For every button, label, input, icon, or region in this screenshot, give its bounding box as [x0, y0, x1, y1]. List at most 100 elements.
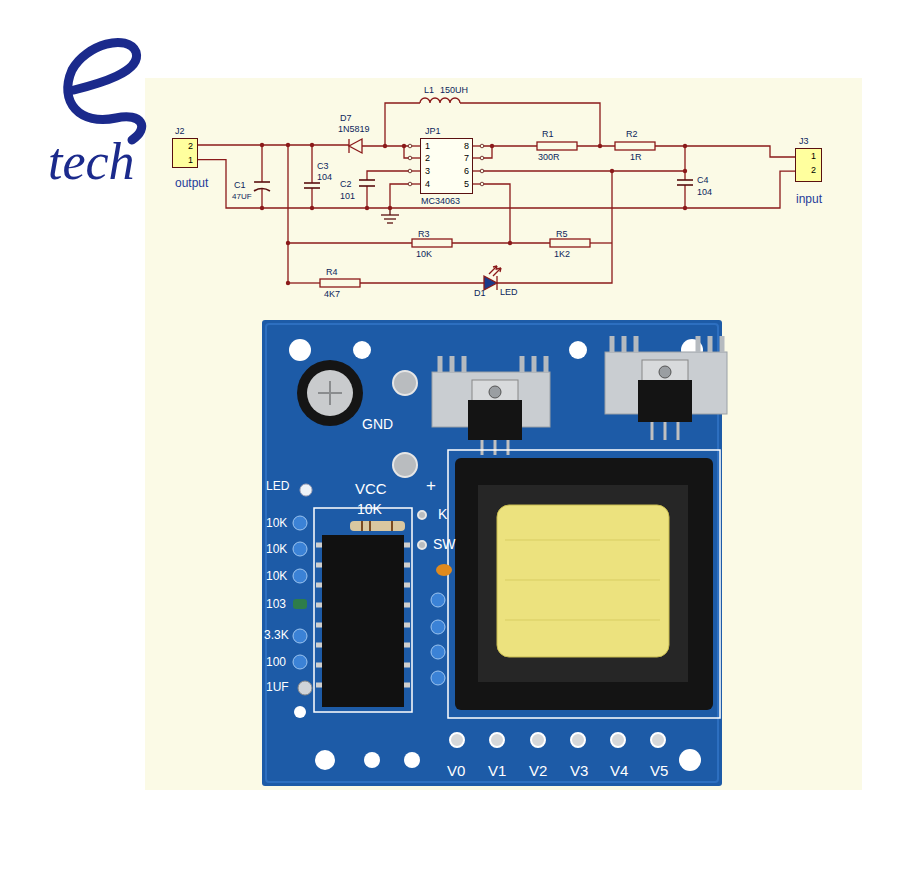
resistor-part [298, 681, 312, 695]
heatsink [659, 366, 671, 378]
silkscreen-label: K [438, 507, 447, 521]
ic-chip [314, 508, 412, 712]
part-name: R2 [626, 130, 638, 139]
resistor-part [293, 484, 452, 695]
resistor-symbol [412, 239, 452, 247]
logo-text: tech [48, 136, 135, 188]
output-pad [450, 733, 665, 747]
output-pad [651, 733, 665, 747]
schematic-wire [482, 184, 510, 243]
schematic-wire [311, 145, 312, 183]
mounting-hole [294, 706, 306, 718]
part-value: 104 [317, 173, 332, 182]
connector-box: J312input [795, 148, 822, 182]
junction-dot [286, 281, 290, 285]
port-label: output [175, 177, 208, 189]
schematic-wire [360, 282, 484, 283]
resistor-part [431, 620, 445, 634]
part-name: D7 [340, 114, 352, 123]
electrolytic-capacitor [297, 360, 363, 426]
junction-dot [683, 144, 687, 148]
output-pad [611, 733, 625, 747]
part-value: 4K7 [324, 290, 340, 299]
mounting-hole [353, 341, 371, 359]
pin-number: 3 [425, 167, 430, 176]
schematic-wire [684, 185, 685, 208]
heatsink [468, 400, 522, 440]
pcb-board [262, 320, 722, 786]
silkscreen-label: 1UF [266, 681, 289, 693]
silkscreen-label: 10K [266, 543, 287, 555]
heatsink [440, 356, 546, 372]
silkscreen-label: LED [266, 480, 289, 492]
part-name: R5 [556, 230, 568, 239]
mounting-hole [404, 752, 420, 768]
junction-dot [310, 143, 314, 147]
capacitor-symbol [304, 187, 320, 189]
capacitor-symbol [359, 179, 375, 181]
electrolytic-capacitor [297, 360, 363, 426]
part-name: D1 [474, 289, 486, 298]
electrolytic-capacitor [307, 370, 353, 416]
pin-label: V5 [650, 763, 668, 778]
schematic-wire [288, 282, 320, 283]
junction-dot [683, 169, 687, 173]
resistor-part [293, 569, 307, 583]
junction-dot [260, 143, 687, 285]
resistor-part [293, 655, 307, 669]
schematic-wire [261, 145, 262, 182]
schematic-wire [367, 171, 410, 180]
resistor-part [293, 516, 307, 530]
capacitor-symbol [304, 182, 320, 184]
transformer [448, 450, 720, 718]
pcb-board [266, 324, 718, 782]
resistor-symbol [320, 279, 360, 287]
schematic-wire [420, 98, 460, 103]
junction-dot [508, 241, 512, 245]
junction-dot [383, 144, 387, 148]
heatsink [642, 360, 688, 382]
part-value: 104 [697, 188, 712, 197]
resistor-part [293, 629, 307, 643]
silkscreen-label: + [426, 477, 436, 494]
resistor-symbol [320, 142, 655, 287]
diode-symbol [349, 139, 362, 153]
led-symbol [484, 266, 501, 290]
part-name: R3 [418, 230, 430, 239]
led-symbol [496, 276, 497, 290]
silkscreen-label: GND [362, 417, 393, 431]
schematic-wire [311, 188, 312, 208]
pin-number: 6 [464, 167, 469, 176]
pin-number: 1 [188, 156, 193, 165]
pin-number: 7 [464, 154, 469, 163]
pin-number: 8 [464, 142, 469, 151]
transformer [505, 540, 660, 620]
led-symbol [493, 266, 501, 272]
pin-marker [480, 144, 484, 148]
heatsink [638, 380, 692, 422]
silkscreen-label: 10K [266, 517, 287, 529]
heatsink [432, 336, 727, 455]
mounting-hole [679, 749, 701, 771]
schematic-wire [482, 146, 492, 158]
resistor-part [350, 521, 405, 531]
capacitor-symbol [359, 185, 375, 187]
resistor-part [293, 599, 307, 609]
pin-number: 4 [425, 180, 430, 189]
junction-dot [260, 143, 264, 147]
part-name: C3 [317, 162, 329, 171]
schematic-wire [590, 242, 612, 243]
capacitor-symbol [677, 184, 693, 186]
pin-number: 1 [811, 152, 816, 161]
silkscreen-label: 103 [266, 598, 286, 610]
diode-symbol [348, 139, 349, 153]
heatsink [472, 380, 518, 402]
pin-number: 2 [188, 142, 193, 151]
output-pad [571, 733, 585, 747]
resistor-symbol [615, 142, 655, 150]
schematic-wire [460, 103, 600, 146]
part-name: C4 [697, 176, 709, 185]
electrolytic-capacitor [318, 381, 342, 405]
resistor-part [431, 593, 445, 607]
